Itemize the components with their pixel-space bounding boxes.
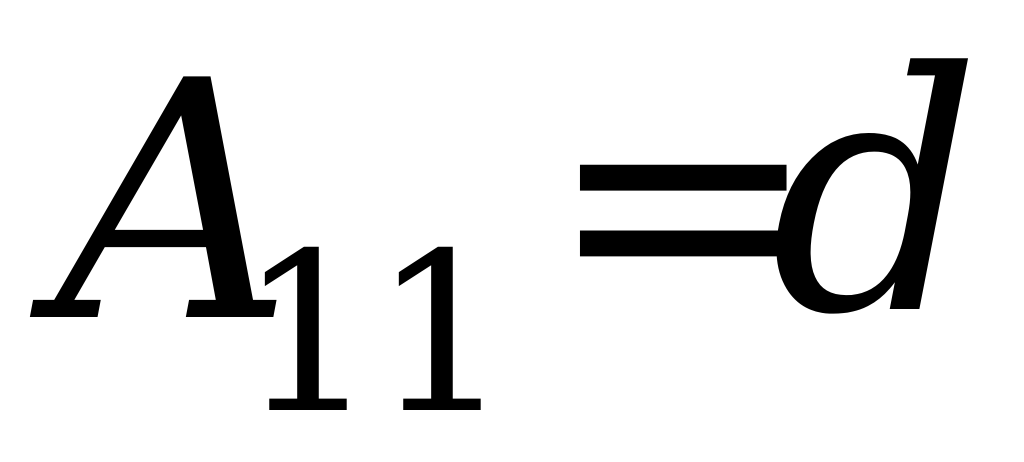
lhs-variable: A — [55, 11, 294, 395]
equals-sign: = — [545, 8, 822, 392]
rhs-variable: d — [770, 3, 982, 387]
lhs-subscript: 11 — [238, 206, 512, 462]
